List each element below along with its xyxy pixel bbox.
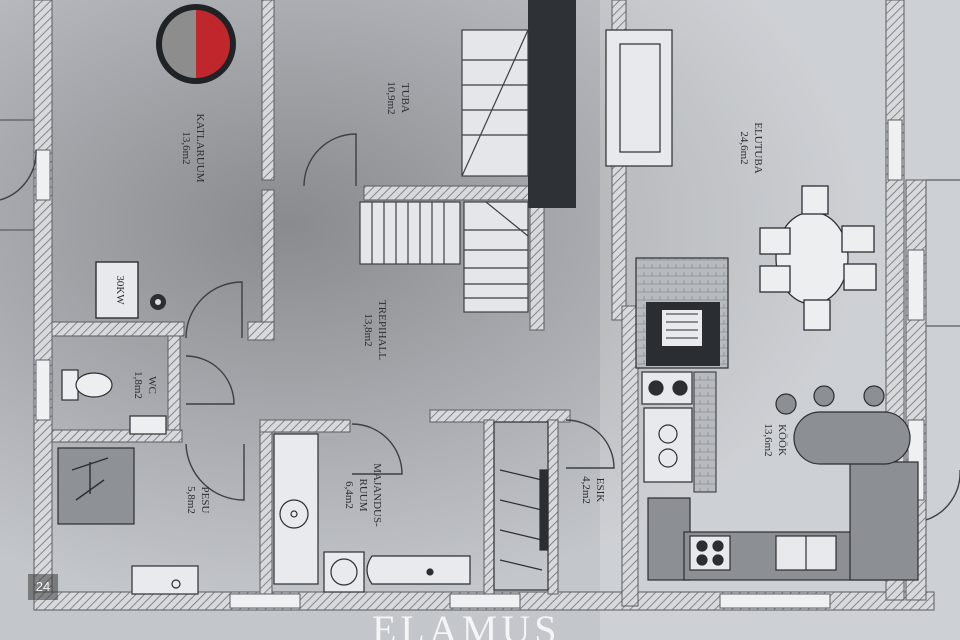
washbasin-icon	[131, 565, 199, 595]
terrace-lines	[0, 119, 960, 327]
room-area-katlaruum: 13,6m2	[180, 131, 192, 164]
door-swings	[0, 133, 960, 521]
room-name-pesu: PESU	[199, 487, 211, 514]
shower-tray-icon	[57, 447, 135, 525]
fireplace-icon	[635, 257, 729, 493]
boiler-tank-icon	[156, 4, 236, 84]
room-area-kook: 13,6m2	[762, 423, 774, 456]
chimney	[528, 0, 576, 208]
room-wc: WC1,8m2	[132, 371, 158, 399]
wardrobe-icon	[493, 421, 549, 591]
room-area-tuba: 10,9m2	[385, 81, 397, 114]
kitchen-counters	[641, 371, 919, 581]
dining-table-icon	[759, 185, 877, 331]
room-area-majandusruum: 6,4m2	[343, 481, 355, 509]
utility-fixtures	[273, 433, 471, 593]
room-name-majandusruum: RUUM	[357, 478, 369, 511]
watermark-logo: ELAMUS	[372, 607, 561, 640]
page-number-badge: 24	[28, 574, 58, 600]
room-name-tuba: TUBA	[399, 83, 411, 113]
room-area-wc: 1,8m2	[132, 371, 144, 399]
room-area-pesu: 5,8m2	[185, 486, 197, 514]
room-name-majandusruum: MAJANDUS-	[371, 463, 383, 527]
room-name-esik: ESIK	[594, 478, 606, 503]
staircase	[359, 29, 529, 313]
room-name-kook: KÖÖK	[776, 424, 788, 456]
sofa-icon	[605, 29, 673, 167]
room-name-trepihall: TREPIHALL	[376, 300, 388, 360]
boiler-label: 30KW	[114, 275, 126, 305]
toilet-icon	[61, 369, 167, 435]
room-name-elutuba: ELUTUBA	[752, 122, 764, 173]
boiler-unit: 30KW	[95, 261, 166, 319]
room-name-katlaruum: KATLARUUM	[194, 113, 206, 182]
room-area-trepihall: 13,8m2	[362, 313, 374, 346]
room-area-esik: 4,2m2	[580, 476, 592, 504]
room-labels: KATLARUUM13,6m2TUBA10,9m2ELUTUBA24,6m2TR…	[132, 81, 788, 527]
room-name-wc: WC	[146, 376, 158, 394]
room-area-elutuba: 24,6m2	[738, 131, 750, 164]
